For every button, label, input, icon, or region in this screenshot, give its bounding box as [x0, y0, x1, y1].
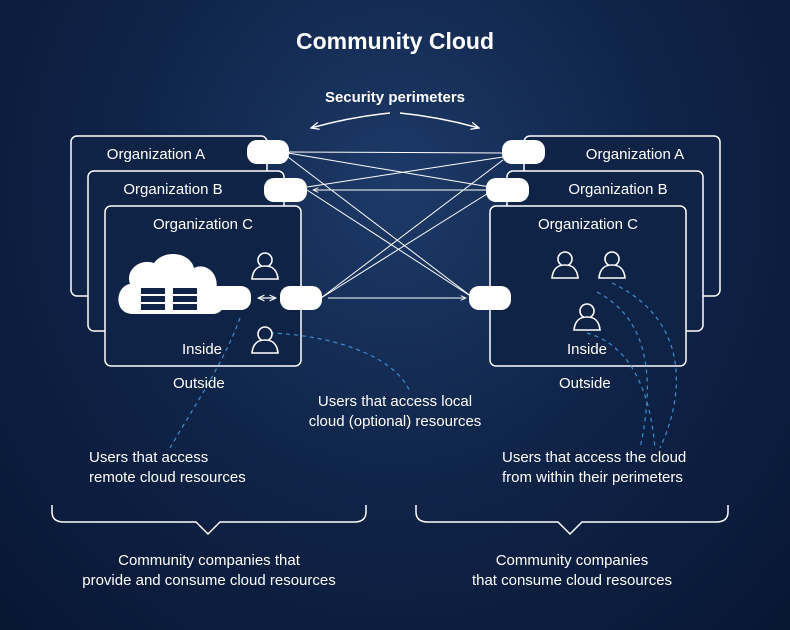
- within-users-line1: Users that access the cloud: [502, 449, 687, 466]
- right-org-a-label: Organization A: [585, 146, 685, 163]
- left-org-b-label: Organization B: [123, 181, 223, 198]
- left-gateway-b: [264, 178, 307, 202]
- left-group-line1: Community companies that: [118, 552, 300, 569]
- left-outside-label: Outside: [173, 375, 225, 392]
- right-org-b-label: Organization B: [568, 181, 668, 198]
- left-group-caption: Community companies that provide and con…: [40, 551, 378, 591]
- within-users-line2: from within their perimeters: [502, 469, 683, 486]
- right-group-caption: Community companies that consume cloud r…: [410, 551, 734, 591]
- right-group-brace: [415, 505, 729, 536]
- left-group-brace: [51, 505, 367, 536]
- user-icon-right-3: [573, 303, 601, 331]
- within-users-callout: Users that access the cloud from within …: [502, 448, 686, 488]
- remote-users-callout: Users that access remote cloud resources: [89, 448, 246, 488]
- remote-users-line2: remote cloud resources: [89, 469, 246, 486]
- left-inside-label: Inside: [182, 341, 223, 358]
- local-users-line1: Users that access local: [317, 393, 473, 410]
- connection-lines: [287, 151, 504, 299]
- security-arrow-left: [311, 112, 391, 128]
- cloud-icon: [118, 254, 224, 314]
- remote-users-line1: Users that access: [89, 449, 209, 466]
- user-icon-right-2: [598, 251, 626, 279]
- left-group-line2: provide and consume cloud resources: [82, 572, 336, 589]
- right-group-line1: Community companies: [495, 552, 649, 569]
- left-org-a-label: Organization A: [106, 146, 206, 163]
- user-icon-right-1: [551, 251, 579, 279]
- right-group-line2: that consume cloud resources: [471, 572, 673, 589]
- page-title: Community Cloud: [295, 28, 495, 54]
- right-org-c-label: Organization C: [537, 216, 639, 233]
- dashed-callouts: [169, 282, 677, 449]
- user-icon-left-top: [251, 252, 279, 280]
- right-gateway-c: [469, 286, 511, 310]
- left-gateway-c: [280, 286, 322, 310]
- left-gateway-a: [247, 140, 289, 164]
- user-icon-left-bottom: [251, 326, 279, 354]
- right-gateway-a: [502, 140, 545, 164]
- right-gateway-b: [486, 178, 529, 202]
- security-perimeters-label: Security perimeters: [324, 89, 466, 106]
- right-outside-label: Outside: [559, 375, 611, 392]
- left-org-c-label: Organization C: [152, 216, 254, 233]
- local-users-line2: cloud (optional) resources: [308, 413, 482, 430]
- right-inside-label: Inside: [567, 341, 608, 358]
- local-users-callout: Users that access local cloud (optional)…: [275, 392, 515, 432]
- security-arrow-right: [399, 112, 479, 128]
